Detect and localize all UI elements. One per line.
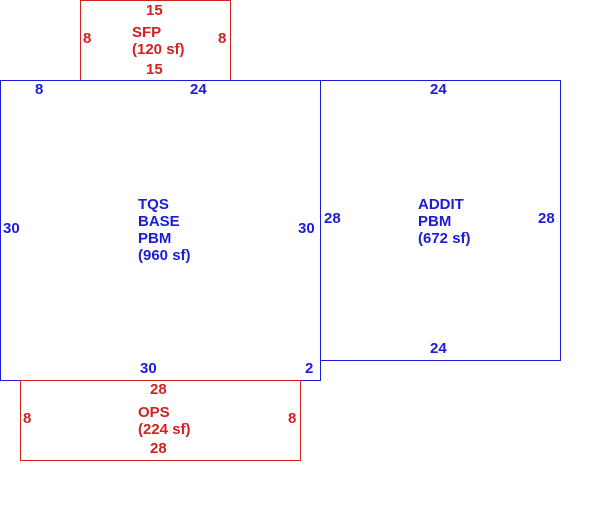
- sfp-area: (120 sf): [132, 41, 185, 58]
- base-label-line1: TQS: [138, 196, 169, 213]
- base-dim-top-left: 8: [35, 81, 44, 98]
- base-dim-bottom: 30: [140, 360, 157, 377]
- ops-dim-bottom: 28: [150, 440, 167, 457]
- sfp-dim-left: 8: [83, 30, 92, 47]
- addit-area: (672 sf): [418, 230, 471, 247]
- sfp-label: SFP (120 sf): [132, 24, 185, 58]
- base-label: TQS BASE PBM (960 sf): [138, 196, 191, 264]
- sfp-dim-right: 8: [218, 30, 227, 47]
- addit-dim-bottom: 24: [430, 340, 447, 357]
- sfp-dim-top: 15: [146, 2, 163, 19]
- ops-dim-right: 8: [288, 410, 297, 427]
- addit-dim-left: 28: [324, 210, 341, 227]
- base-dim-top: 24: [190, 81, 207, 98]
- base-dim-bottom-right: 2: [305, 360, 314, 377]
- addit-label: ADDIT PBM (672 sf): [418, 196, 471, 247]
- addit-outline: [320, 80, 561, 361]
- ops-area: (224 sf): [138, 421, 191, 438]
- ops-name: OPS: [138, 404, 170, 421]
- base-label-line2: BASE: [138, 213, 180, 230]
- base-area: (960 sf): [138, 247, 191, 264]
- addit-dim-right: 28: [538, 210, 555, 227]
- ops-label: OPS (224 sf): [138, 404, 191, 438]
- ops-dim-left: 8: [23, 410, 32, 427]
- addit-label-line1: ADDIT: [418, 196, 464, 213]
- base-dim-left: 30: [3, 220, 20, 237]
- addit-dim-top: 24: [430, 81, 447, 98]
- addit-label-line2: PBM: [418, 213, 452, 230]
- sfp-dim-bottom: 15: [146, 61, 163, 78]
- ops-outline: [20, 380, 301, 461]
- ops-dim-top: 28: [150, 381, 167, 398]
- sfp-name: SFP: [132, 24, 162, 41]
- base-dim-right: 30: [298, 220, 315, 237]
- base-label-line3: PBM: [138, 230, 172, 247]
